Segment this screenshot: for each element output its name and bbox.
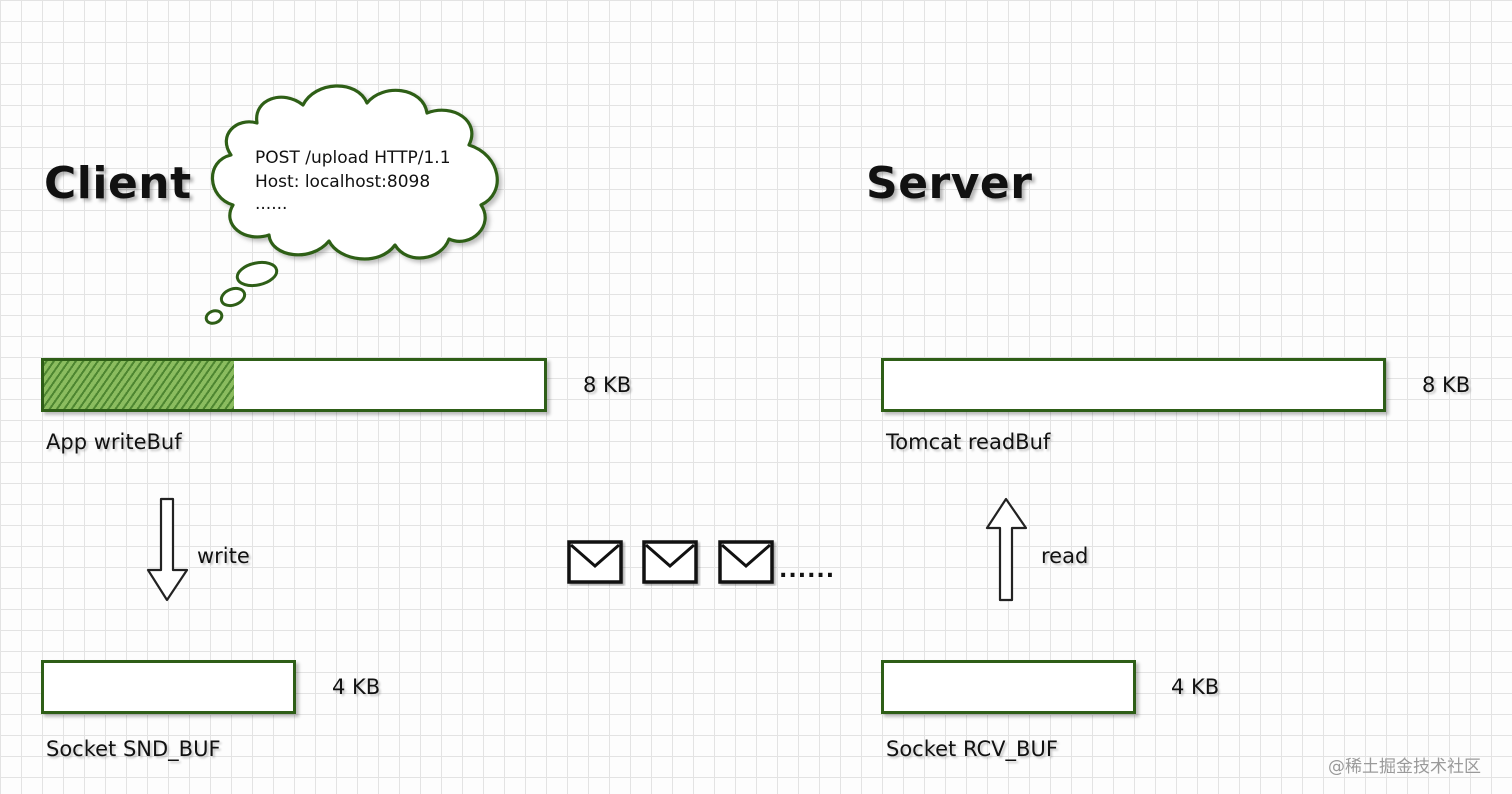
socket-receive-buffer xyxy=(881,660,1136,714)
socket-send-buffer-label: Socket SND_BUF xyxy=(46,737,221,761)
socket-receive-buffer-label: Socket RCV_BUF xyxy=(886,737,1058,761)
packets-ellipsis: ...... xyxy=(779,558,836,583)
read-label: read xyxy=(1041,544,1089,568)
write-label: write xyxy=(197,544,250,568)
app-write-buffer-label: App writeBuf xyxy=(46,430,182,454)
write-arrow-down-icon xyxy=(146,497,189,602)
http-request-line: POST /upload HTTP/1.1 xyxy=(255,148,451,168)
cloud-bubble-small xyxy=(204,309,224,325)
watermark: @稀土掘金技术社区 xyxy=(1328,757,1481,777)
socket-send-buffer-size: 4 KB xyxy=(332,675,381,699)
cloud-shape xyxy=(210,84,499,261)
tomcat-read-buffer-size: 8 KB xyxy=(1422,373,1471,397)
socket-receive-buffer-size: 4 KB xyxy=(1171,675,1220,699)
app-write-buffer xyxy=(41,358,547,412)
server-title: Server xyxy=(866,158,1033,209)
http-host-line: Host: localhost:8098 xyxy=(255,172,431,192)
app-write-buffer-fill xyxy=(44,361,234,409)
http-more-line: ...... xyxy=(255,194,288,214)
envelope-icon xyxy=(567,540,623,584)
envelope-icon xyxy=(642,540,698,584)
cloud-bubble-large xyxy=(235,260,279,288)
app-write-buffer-size: 8 KB xyxy=(583,373,632,397)
cloud-bubble-medium xyxy=(219,286,247,308)
read-arrow-up-icon xyxy=(985,497,1028,602)
envelope-icon xyxy=(718,540,774,584)
tomcat-read-buffer-label: Tomcat readBuf xyxy=(886,430,1051,454)
thought-cloud xyxy=(204,84,499,325)
socket-send-buffer xyxy=(41,660,296,714)
client-title: Client xyxy=(44,158,192,209)
tomcat-read-buffer xyxy=(881,358,1386,412)
